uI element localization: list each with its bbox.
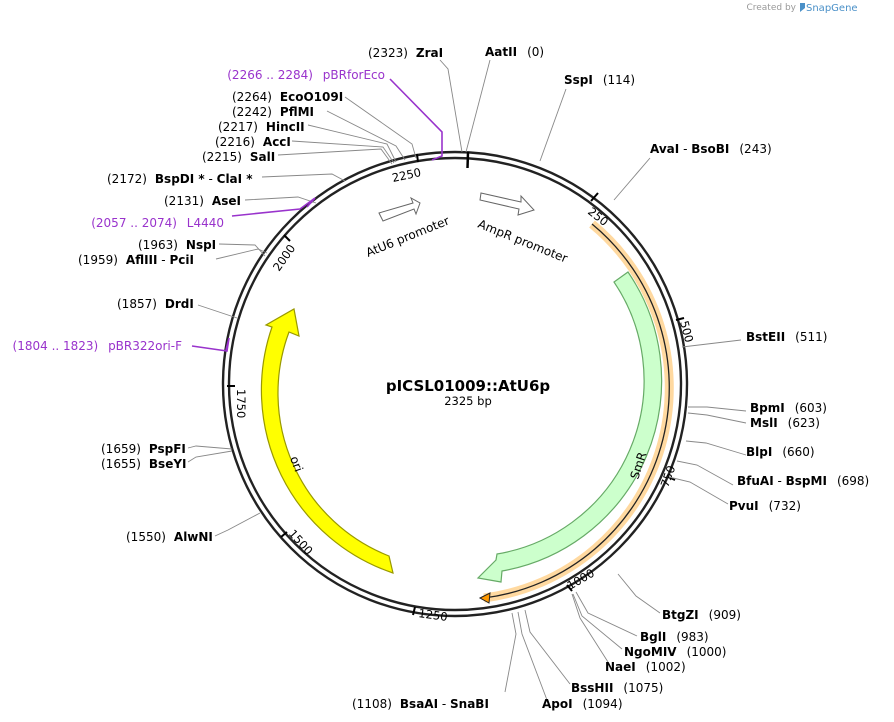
- snapgene-logo-icon: [800, 3, 805, 12]
- site-ngomiv[interactable]: NgoMIV(1000): [624, 645, 726, 659]
- ring-tick-750: 750: [658, 464, 679, 489]
- site-acci[interactable]: (2216)AccI: [215, 135, 291, 149]
- site-bsteii[interactable]: BstEII(511): [746, 330, 827, 344]
- plasmid-name: pICSL01009::AtU6p: [386, 377, 551, 395]
- primer-marks: [191, 78, 443, 352]
- primer-pbrforeco[interactable]: (2266 .. 2284) pBRforEco: [227, 68, 385, 82]
- primer-l4440[interactable]: (2057 .. 2074) L4440: [91, 216, 224, 230]
- site-sspi[interactable]: SspI(114): [564, 73, 635, 87]
- backbone-outer-ring: [221, 150, 689, 618]
- site-bsaai-snabi[interactable]: (1108)BsaAI - SnaBI: [352, 697, 489, 711]
- site-eco0109i[interactable]: (2264)EcoO109I: [232, 90, 343, 104]
- svg-text:500: 500: [677, 319, 696, 344]
- site-nspi[interactable]: (1963)NspI: [138, 238, 216, 252]
- site-msli[interactable]: MslI(623): [750, 416, 820, 430]
- site-bgli[interactable]: BglI(983): [640, 630, 709, 644]
- site-blpi[interactable]: BlpI(660): [746, 445, 815, 459]
- ori-feature-arrow[interactable]: [260, 308, 394, 574]
- ring-tick-500: 500: [675, 317, 696, 344]
- site-alwni[interactable]: (1550)AlwNI: [126, 530, 213, 544]
- ring-tick-2000: 2000: [270, 234, 298, 274]
- site-avai-bsobi[interactable]: AvaI - BsoBI(243): [650, 142, 772, 156]
- site-bspdi-clai[interactable]: (2172)BspDI * - ClaI *: [107, 172, 253, 186]
- primer-pbr322ori-f[interactable]: (1804 .. 1823) pBR322ori-F: [13, 339, 183, 353]
- site-pflmi[interactable]: (2242)PflMI: [232, 105, 314, 119]
- site-zrai[interactable]: (2323)ZraI: [368, 46, 443, 60]
- atu6-promoter-label: AtU6 promoter: [364, 214, 451, 260]
- site-pspfi[interactable]: (1659)PspFI: [101, 442, 186, 456]
- site-bseyi[interactable]: (1655)BseYI: [101, 457, 187, 471]
- site-apoi[interactable]: ApoI(1094): [542, 697, 623, 711]
- site-pvui[interactable]: PvuI(732): [729, 499, 801, 513]
- svg-text:1250: 1250: [418, 606, 449, 624]
- ring-tick-1750: 1750: [227, 385, 248, 418]
- svg-text:1750: 1750: [234, 389, 248, 418]
- site-bfuai-bspmi[interactable]: BfuAI - BspMI(698): [737, 474, 869, 488]
- site-leader-lines: [187, 59, 747, 701]
- origin-tick: [466, 151, 470, 169]
- site-btgzi[interactable]: BtgZI(909): [662, 608, 741, 622]
- atu6-promoter-arrow[interactable]: [378, 196, 421, 222]
- ampr-promoter-label: AmpR promoter: [476, 217, 570, 266]
- highlight-region-arc: [483, 223, 670, 599]
- site-aatii[interactable]: AatII(0): [485, 45, 544, 59]
- smr-feature-arrow[interactable]: [476, 271, 663, 583]
- brand-text: SnapGene: [806, 3, 858, 14]
- credit-text: Created by: [746, 3, 796, 13]
- site-hincii[interactable]: (2217)HincII: [218, 120, 305, 134]
- site-naei[interactable]: NaeI(1002): [605, 660, 686, 674]
- highlight-region-arrowhead: [478, 592, 491, 604]
- plasmid-length: 2325 bp: [444, 394, 492, 408]
- ori-label: ori: [287, 454, 305, 473]
- svg-text:2250: 2250: [391, 165, 423, 185]
- site-asei[interactable]: (2131)AseI: [164, 194, 241, 208]
- svg-text:750: 750: [658, 464, 679, 489]
- site-drdi[interactable]: (1857)DrdI: [117, 297, 194, 311]
- svg-text:1500: 1500: [286, 527, 316, 558]
- site-bsshii[interactable]: BssHII(1075): [571, 681, 663, 695]
- ampr-promoter-arrow[interactable]: [479, 192, 535, 216]
- site-bpmi[interactable]: BpmI(603): [750, 401, 827, 415]
- backbone-inner-ring: [227, 156, 683, 612]
- site-afliii-pcii[interactable]: (1959)AflIII - PciI: [78, 253, 194, 267]
- ring-tick-2250: 2250: [391, 153, 423, 185]
- site-sali[interactable]: (2215)SalI: [202, 150, 275, 164]
- ring-tick-1250: 1250: [412, 606, 449, 624]
